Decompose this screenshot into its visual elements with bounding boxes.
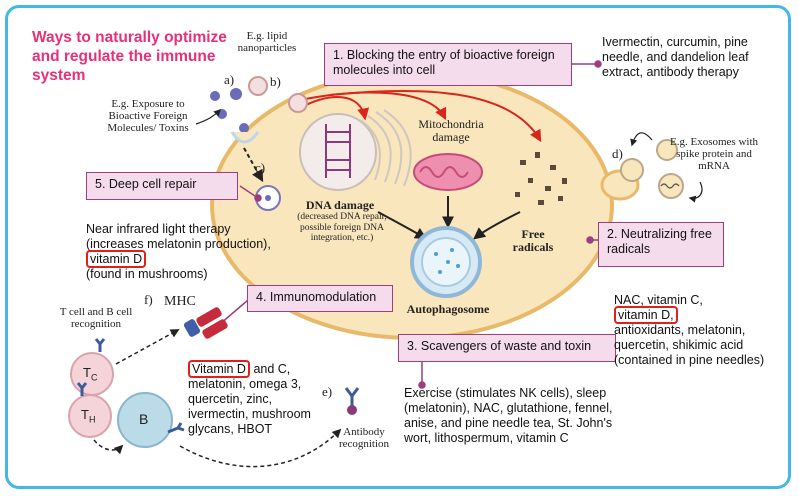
label-mhc: MHC <box>164 294 196 309</box>
dna-helix-icon <box>325 124 351 178</box>
vitamin-d-highlight-3: Vitamin D <box>188 360 250 378</box>
label-antibody-recognition: Antibody recognition <box>338 426 390 450</box>
label-b-cell: B <box>139 411 149 427</box>
endoplasmic-reticulum-icon <box>359 109 412 187</box>
figure-title: Ways to naturally optimize and regulate … <box>32 29 227 84</box>
arrow-to-dna <box>299 96 370 121</box>
label-th-main: T <box>81 407 89 422</box>
label-dna-damage: DNA damage <box>305 198 375 212</box>
vitamin-d-highlight-2: vitamin D, <box>614 306 678 324</box>
endocytosis-pit <box>230 131 260 144</box>
arrow-mrna <box>688 181 703 203</box>
exosome-icon-1 <box>656 139 678 161</box>
label-c: c) <box>255 160 266 175</box>
label-free-radicals: Free radicals <box>512 227 554 254</box>
note-immunomodulation-post: and C, melatonin, omega 3, quercetin, zi… <box>188 362 311 436</box>
mhc-icon <box>183 307 228 339</box>
label-mitochondria-damage: Mitochondria damage <box>418 117 484 144</box>
label-tc: TC <box>83 365 97 383</box>
label-dna-damage-details: (decreased DNA repair, possible foreign … <box>297 212 387 243</box>
note-scavengers: Exercise (stimulates NK cells), sleep (m… <box>404 386 613 445</box>
arrow-th-b <box>93 439 124 455</box>
arrow-to-mito <box>299 91 447 121</box>
b-cell <box>117 392 173 448</box>
arrow-exosome <box>630 132 653 147</box>
note-neutralizing: NAC, vitamin C, vitamin D, antioxidants,… <box>614 293 784 368</box>
arrow-endocytosis <box>243 147 264 183</box>
label-d: d) <box>612 146 623 161</box>
label-b: b) <box>270 74 281 89</box>
note-immunomodulation: Vitamin D and C, melatonin, omega 3, que… <box>188 360 318 437</box>
receptor-icons <box>76 338 185 434</box>
note-blocking: Ivermectin, curcumin, pine needle, and d… <box>602 35 749 79</box>
note-deep-repair-post: (found in mushrooms) <box>86 267 208 281</box>
box-scavengers: 3. Scavengers of waste and toxin <box>398 334 616 362</box>
arrow-b-antibody <box>179 428 342 468</box>
label-a: a) <box>224 72 235 87</box>
note-deep-repair-pre: Near infrared light therapy (increases m… <box>86 222 271 251</box>
t-helper-cell <box>68 394 112 438</box>
label-th-sub: H <box>88 414 96 425</box>
label-e: e) <box>322 384 333 399</box>
mitochondria-icon <box>413 153 483 191</box>
arrow-exposure <box>195 108 222 125</box>
box-immunomodulation: 4. Immunomodulation <box>247 285 393 312</box>
arrow-radicals-autophagosome <box>473 211 521 240</box>
foreign-molecules-icon <box>210 76 308 133</box>
arrow-tcell-mhc <box>115 329 180 365</box>
label-lipid-nanoparticles: E.g. lipid nanoparticles <box>237 30 297 54</box>
label-th: TH <box>81 407 95 425</box>
vitamin-d-highlight-1: vitamin D <box>86 250 147 268</box>
arrow-to-radicals <box>329 89 542 143</box>
label-tc-sub: C <box>90 372 98 383</box>
label-tcell-bcell-recognition: T cell and B cell recognition <box>59 306 133 330</box>
label-tc-main: T <box>83 365 91 380</box>
free-radicals-icon <box>515 152 567 205</box>
label-autophagosome: Autophagosome <box>406 302 490 316</box>
note-deep-repair: Near infrared light therapy (increases m… <box>86 222 276 282</box>
box-blocking-entry: 1. Blocking the entry of bioactive forei… <box>324 43 572 86</box>
note-neutralizing-post: antioxidants, melatonin, quercetin, shik… <box>614 323 765 367</box>
box-deep-cell-repair: 5. Deep cell repair <box>86 172 238 200</box>
mrna-squiggle <box>660 183 680 189</box>
exosome-icon-2 <box>658 173 684 199</box>
exosome <box>620 158 644 182</box>
box-neutralizing-radicals: 2. Neutralizing free radicals <box>598 222 724 267</box>
note-neutralizing-pre: NAC, vitamin C, <box>614 293 703 307</box>
label-exposure: E.g. Exposure to Bioactive Foreign Molec… <box>107 98 189 134</box>
nucleus <box>299 113 377 191</box>
label-exosomes: E.g. Exosomes with spike protein and mRN… <box>670 136 758 172</box>
label-f: f) <box>144 292 153 307</box>
